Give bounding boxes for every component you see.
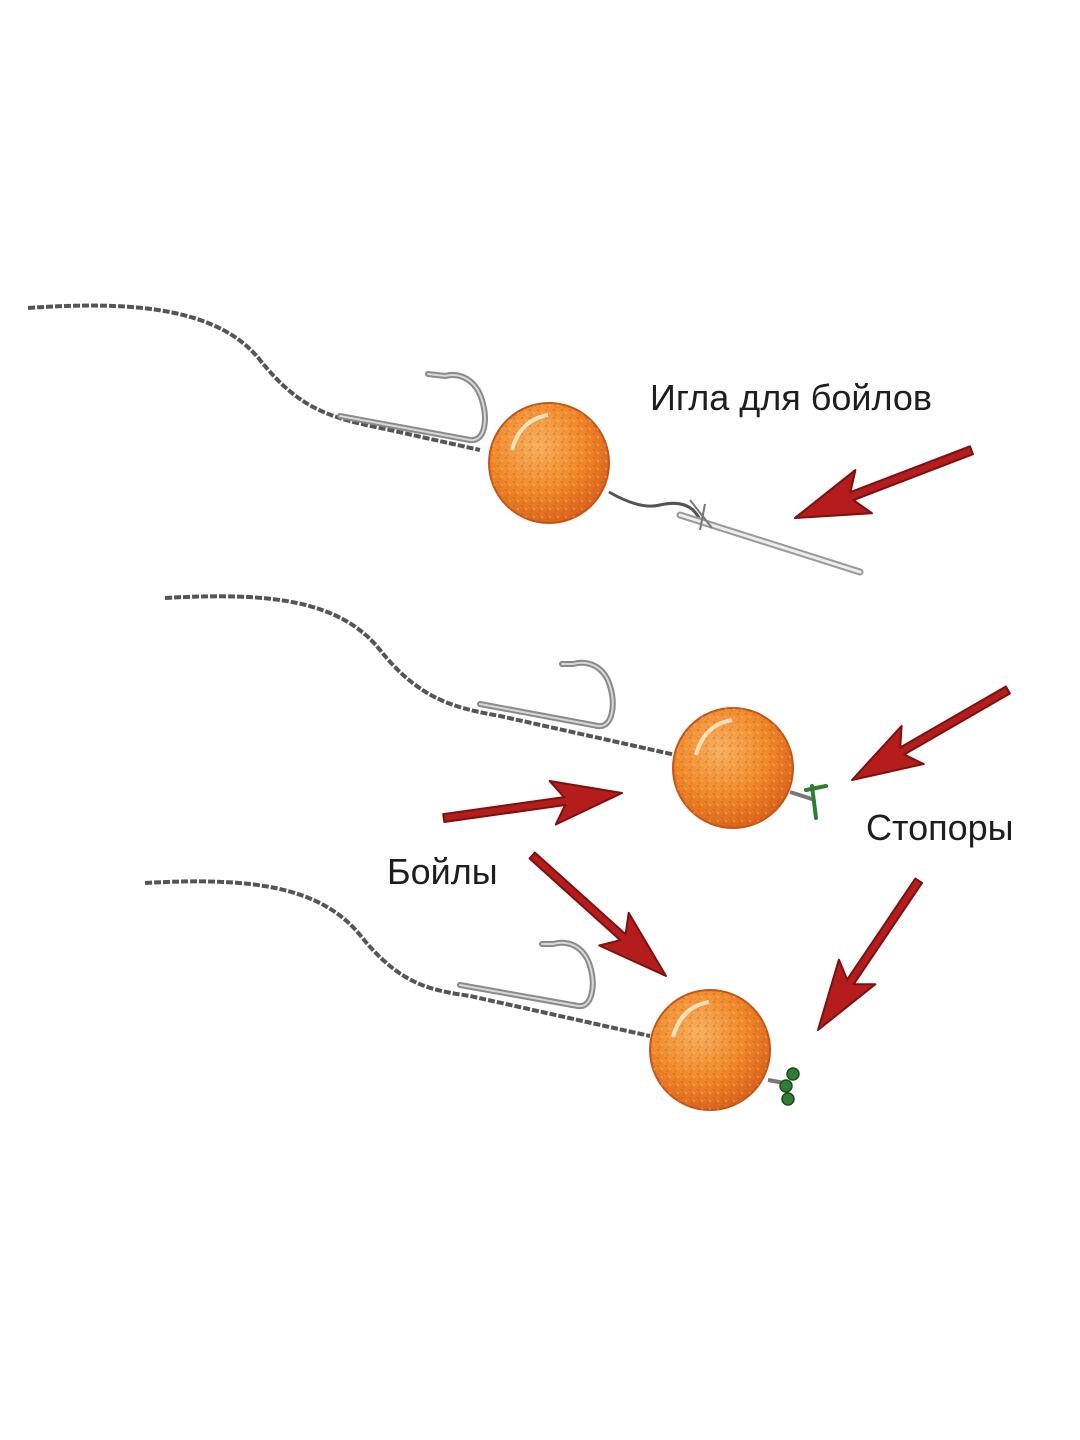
boilie-icon [672, 707, 794, 829]
boilie-icon [649, 989, 771, 1111]
hair-line [608, 490, 702, 521]
hook-icon [457, 939, 596, 1009]
baiting-needle-icon [676, 499, 864, 576]
arrow-boilie-bottom [516, 838, 682, 994]
label-boilies: Бойлы [387, 851, 498, 892]
rig-with-bead-stopper [144, 879, 800, 1111]
hook-icon [337, 371, 488, 443]
label-stoppers: Стопоры [866, 807, 1014, 848]
boilie-icon [488, 402, 610, 524]
label-needle: Игла для бойлов [650, 377, 932, 418]
stopper-icon [804, 784, 828, 820]
stopper-icon [779, 1067, 800, 1106]
arrow-needle [785, 427, 981, 541]
rig-with-stopper [164, 594, 828, 829]
braided-line [164, 594, 681, 758]
braided-line [144, 879, 651, 1038]
arrow-boilie-top [439, 770, 627, 841]
arrow-stopper-bottom [798, 867, 938, 1044]
rig-with-needle [27, 303, 864, 576]
arrow-stopper-top [840, 669, 1020, 801]
hook-icon [477, 659, 616, 729]
